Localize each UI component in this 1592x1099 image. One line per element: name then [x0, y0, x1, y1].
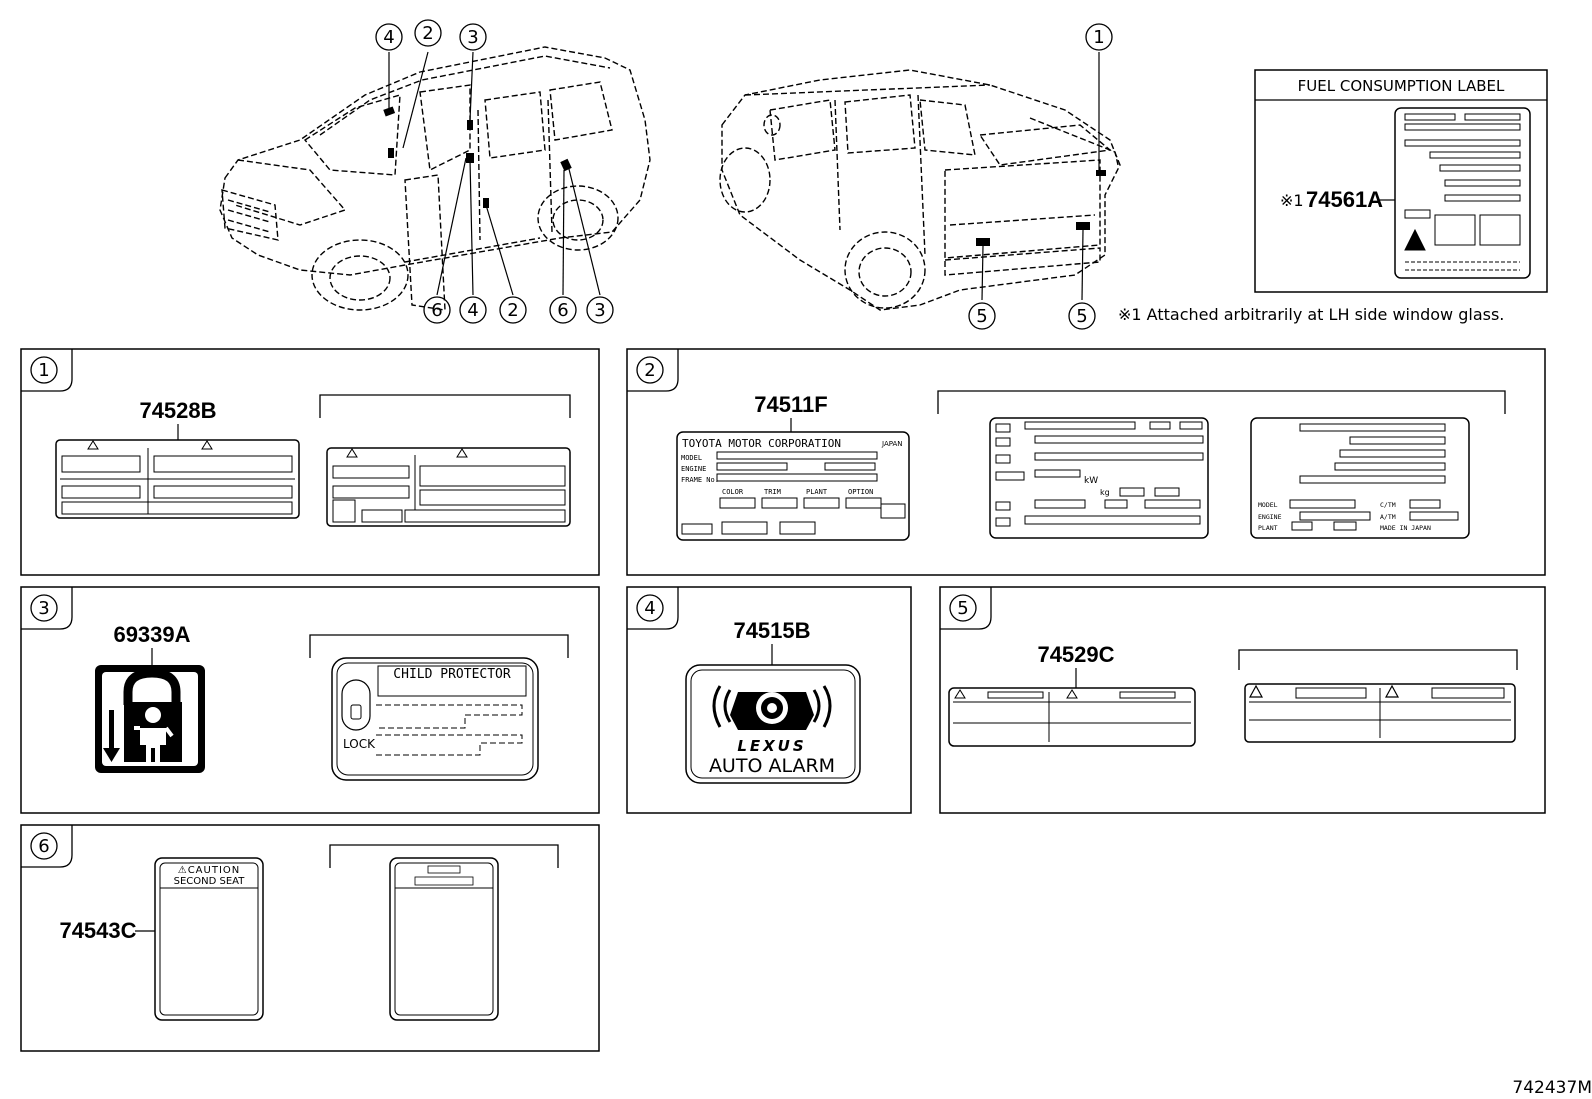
panel5-alt-label [1244, 683, 1516, 743]
panel-number: 3 [38, 598, 49, 619]
alt2-ctm: C/TM [1380, 501, 1396, 509]
child-protector-lock: LOCK [343, 737, 376, 751]
plate-plant: PLANT [806, 488, 828, 496]
panel-tab-numbers: 1 2 3 4 5 6 [38, 360, 968, 857]
callout-text: 1 [1093, 27, 1104, 48]
panel2-alt-plate-1: kW kg [989, 417, 1209, 539]
panel2-alt-bracket [937, 390, 1506, 414]
callout-text: 2 [422, 23, 433, 44]
fuel-label-sticker [1394, 107, 1531, 279]
panel6-alt-bracket [329, 844, 559, 868]
plate-model: MODEL [681, 454, 702, 462]
panel1-label [55, 439, 300, 519]
panel6-alt-label [389, 857, 499, 1021]
alt2-atm: A/TM [1380, 513, 1396, 521]
fuel-label-part: 74561A [1306, 187, 1383, 212]
front-callouts-bottom-text: 6 4 2 6 3 [431, 300, 605, 321]
plate-engine: ENGINE [681, 465, 706, 473]
panel1-alt-bracket [319, 394, 571, 418]
panel1-part: 74528B [139, 398, 216, 423]
callout-text: 3 [467, 27, 478, 48]
panel-number: 2 [644, 360, 655, 381]
panel-number: 6 [38, 836, 49, 857]
callout-text: 4 [383, 27, 394, 48]
plate-trim: TRIM [764, 488, 781, 496]
panel5-part: 74529C [1037, 642, 1114, 667]
fuel-label-title: FUEL CONSUMPTION LABEL [1298, 77, 1505, 95]
rear-vehicle-illustration [719, 69, 1121, 311]
panel5-alt-bracket [1238, 649, 1518, 670]
auto-alarm-label: LEXUS AUTO ALARM [685, 664, 861, 784]
rear-vehicle-leaders [981, 52, 1100, 301]
child-lock-icon [95, 665, 205, 773]
panel3-alt-bracket [309, 634, 569, 658]
panel-number: 1 [38, 360, 49, 381]
alt-plate-kw: kW [1084, 476, 1098, 486]
fuel-consumption-box: FUEL CONSUMPTION LABEL ※1 74561A [1254, 69, 1548, 293]
panel1-alt-label [326, 447, 571, 527]
front-vehicle-illustration [219, 46, 651, 311]
child-protector-title: CHILD PROTECTOR [393, 667, 511, 682]
diagram-code: 742437M [1512, 1078, 1592, 1098]
alt2-made: MADE IN JAPAN [1380, 524, 1431, 532]
plate-color: COLOR [722, 488, 744, 496]
front-callouts-top-text: 4 2 3 [383, 23, 478, 48]
caution-seat: SECOND SEAT [174, 876, 246, 887]
alt-plate-kg: kg [1100, 488, 1110, 497]
panel2-alt-plate-2: MODEL ENGINE PLANT C/TM A/TM MADE IN JAP… [1250, 417, 1470, 539]
second-seat-caution-label: ⚠CAUTION SECOND SEAT [154, 857, 264, 1021]
alarm-brand: LEXUS [737, 737, 806, 755]
callout-text: 6 [431, 300, 442, 321]
front-vehicle-label-markers [383, 106, 572, 208]
callout-text: 4 [467, 300, 478, 321]
child-protector-label: CHILD PROTECTOR LOCK [331, 657, 539, 781]
rear-callouts-text: 1 5 5 [976, 27, 1104, 327]
panel5-label [948, 687, 1196, 747]
fuel-label-prefix: ※1 [1280, 191, 1304, 210]
panel2-part: 74511F [754, 392, 827, 417]
callout-text: 2 [507, 300, 518, 321]
front-callouts-bottom [423, 296, 614, 324]
panel3-part: 69339A [113, 622, 190, 647]
fuel-label-note: ※1 Attached arbitrarily at LH side windo… [1118, 305, 1504, 324]
plate-frame: FRAME No. [681, 476, 719, 484]
panel-frames [20, 348, 1546, 1052]
caution-heading: ⚠CAUTION [178, 865, 241, 876]
panel-number: 5 [957, 598, 968, 619]
alarm-text: AUTO ALARM [709, 755, 835, 777]
panel-tabs [21, 349, 992, 868]
front-vehicle-leaders [388, 51, 601, 296]
rear-vehicle-label-markers [976, 170, 1106, 246]
front-callouts-top [375, 19, 487, 51]
callout-text: 5 [1076, 306, 1087, 327]
callout-text: 3 [594, 300, 605, 321]
rear-callouts [968, 23, 1113, 330]
panel-number: 4 [644, 598, 655, 619]
alt2-plant: PLANT [1258, 524, 1278, 532]
alt2-model: MODEL [1258, 501, 1278, 509]
alt2-engine: ENGINE [1258, 513, 1282, 521]
plate-japan: JAPAN [881, 440, 903, 448]
panel6-part: 74543C [59, 918, 136, 943]
callout-text: 6 [557, 300, 568, 321]
plate-maker: TOYOTA MOTOR CORPORATION [682, 437, 841, 450]
panel2-vin-plate: TOYOTA MOTOR CORPORATION JAPAN MODEL ENG… [676, 431, 910, 541]
plate-option: OPTION [848, 488, 873, 496]
panel4-part: 74515B [733, 618, 810, 643]
callout-text: 5 [976, 306, 987, 327]
